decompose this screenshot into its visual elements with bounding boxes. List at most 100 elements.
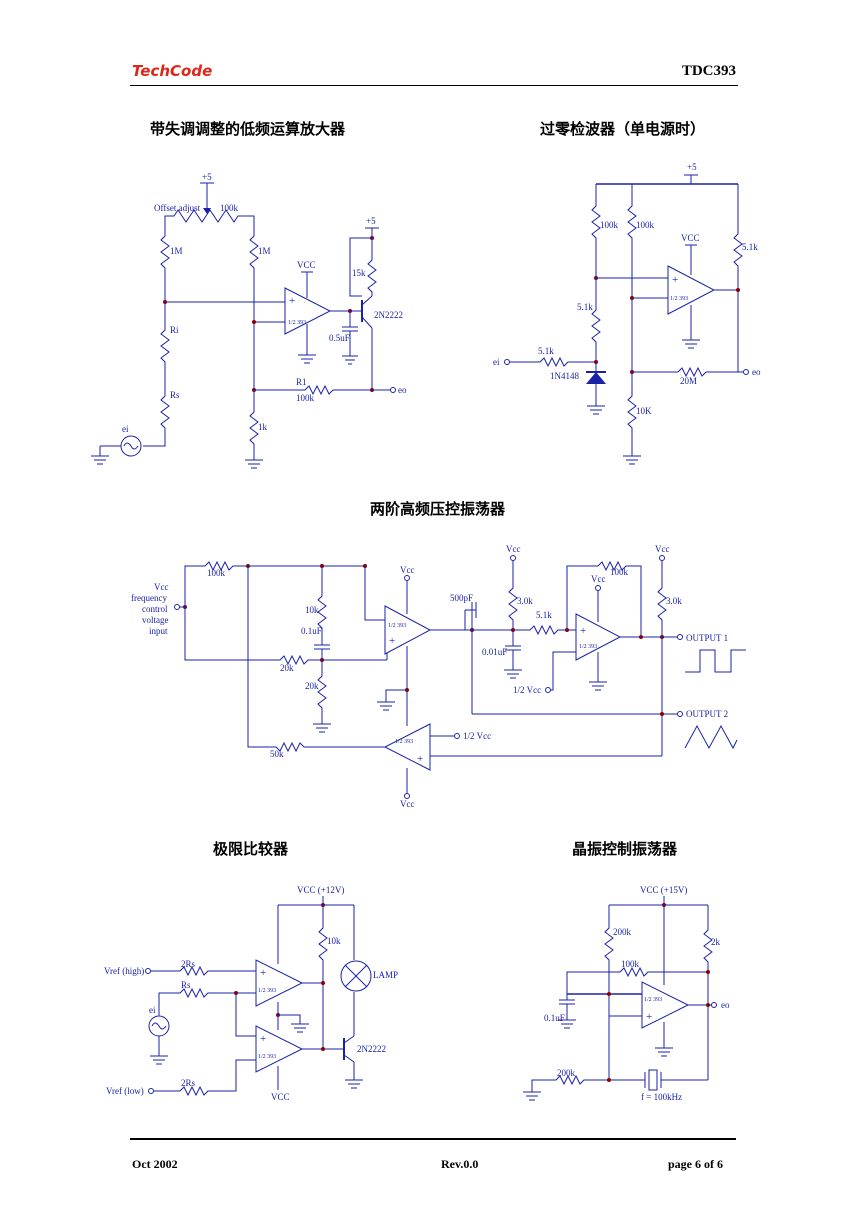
resistor-1m-left: 1M xyxy=(170,246,183,256)
offset-adjust-label: Offset adjust xyxy=(154,203,201,213)
opamp-comp-b-label: 1/2 393 xyxy=(258,1054,276,1060)
svg-text:+: + xyxy=(672,274,678,286)
resistor-100k-b: 100k xyxy=(636,220,655,230)
resistor-10k: 10k xyxy=(327,936,341,946)
transistor-2n2222: 2N2222 xyxy=(374,310,403,320)
input-ei: ei xyxy=(493,357,500,367)
lamp-label: LAMP xyxy=(373,970,398,980)
resistor-5k1-b: 5.1k xyxy=(577,302,593,312)
section-title-zero-crossing: 过零检波器（单电源时） xyxy=(540,120,706,138)
resistor-200k-a: 200k xyxy=(613,927,632,937)
footer-divider xyxy=(130,1138,736,1140)
footer-revision: Rev.0.0 xyxy=(441,1157,479,1171)
vcc-bottom: VCC xyxy=(271,1092,290,1102)
resistor-10k: 10k xyxy=(305,605,319,615)
opamp-1-label: 1/2 393 xyxy=(288,320,306,326)
output-2: OUTPUT 2 xyxy=(686,709,728,719)
opamp-comp-a xyxy=(255,959,304,1007)
output-eo: eo xyxy=(721,1000,730,1010)
half-vcc-a: 1/2 Vcc xyxy=(513,685,541,695)
resistor-3k-b: 3.0k xyxy=(666,596,682,606)
footer-date: Oct 2002 xyxy=(132,1157,178,1171)
svg-text:+: + xyxy=(260,967,266,979)
resistor-100k: 100k xyxy=(621,959,640,969)
half-vcc-b: 1/2 Vcc xyxy=(463,731,491,741)
resistor-10k: 10K xyxy=(636,406,652,416)
vcc-b: Vcc xyxy=(506,544,521,554)
opamp-xtal-label: 1/2 393 xyxy=(644,997,662,1003)
svg-text:+: + xyxy=(646,1011,652,1023)
vcc-12v: VCC (+12V) xyxy=(297,885,344,895)
svg-text:+: + xyxy=(260,1033,266,1045)
diode-1n4148: 1N4148 xyxy=(550,371,579,381)
part-number: TDC393 xyxy=(681,63,736,79)
vref-high: Vref (high) xyxy=(104,966,144,976)
input-label-1: Vcc xyxy=(154,582,169,592)
output-eo: eo xyxy=(752,367,761,377)
resistor-1k: 1k xyxy=(258,422,268,432)
resistor-r1-label: R1 xyxy=(296,377,307,387)
opamp-1 xyxy=(284,287,332,335)
vcc-e: Vcc xyxy=(400,799,415,809)
resistor-r1-value: 100k xyxy=(296,393,315,403)
resistor-2rs-b: 2Rs xyxy=(181,1078,196,1088)
resistor-2k: 2k xyxy=(711,937,721,947)
source-ei: ei xyxy=(149,1005,156,1015)
resistor-50k: 50k xyxy=(270,749,284,759)
vcc-a: Vcc xyxy=(400,565,415,575)
triangle-wave-icon xyxy=(684,724,738,750)
resistor-20k-b: 20k xyxy=(305,681,319,691)
svg-text:+: + xyxy=(289,295,295,307)
circuit-offset-amplifier: +5 Offset adjust 100k 1M 1M Ri Rs ei + 1… xyxy=(91,172,407,469)
resistor-rs: Rs xyxy=(170,390,180,400)
resistor-1m-right: 1M xyxy=(258,246,271,256)
header-divider xyxy=(130,85,738,86)
svg-text:+: + xyxy=(389,635,395,647)
section-title-limit-comparator: 极限比较器 xyxy=(213,840,289,858)
vcc-c: Vcc xyxy=(591,574,606,584)
capacitor-05uf: 0.5uF xyxy=(329,333,350,343)
opamp-vco-b xyxy=(575,613,622,661)
resistor-20k-a: 20k xyxy=(280,663,294,673)
opamp-2-label: 1/2 393 xyxy=(670,296,688,302)
offset-pot-value: 100k xyxy=(220,203,239,213)
transistor-2n2222: 2N2222 xyxy=(357,1044,386,1054)
resistor-3k-a: 3.0k xyxy=(517,596,533,606)
resistor-rs: Rs xyxy=(181,980,191,990)
supply-plus5-b: +5 xyxy=(366,216,376,226)
vcc-label: VCC xyxy=(297,260,316,270)
resistor-5k1-pullup: 5.1k xyxy=(742,242,758,252)
opamp-vco-a-label: 1/2 393 xyxy=(388,623,406,629)
circuit-limit-comparator: VCC (+12V) 10k LAMP + 1/2 393 Vref (high… xyxy=(104,885,398,1102)
vcc-d: Vcc xyxy=(655,544,670,554)
square-wave-icon xyxy=(685,649,746,673)
svg-text:+: + xyxy=(417,753,423,765)
capacitor-01uf: 0.1uF xyxy=(544,1013,565,1023)
resistor-ri: Ri xyxy=(170,325,179,335)
resistor-5k1: 5.1k xyxy=(536,610,552,620)
resistor-100k-a: 100k xyxy=(207,568,226,578)
circuit-vco: Vcc frequency control voltage input 100k… xyxy=(131,544,746,809)
capacitor-500pf: 500pF xyxy=(450,593,473,603)
resistor-100k-a: 100k xyxy=(600,220,619,230)
opamp-vco-c xyxy=(383,723,431,771)
supply-plus5: +5 xyxy=(687,162,697,172)
techcode-logo: TechCode xyxy=(132,62,213,80)
section-title-vco: 两阶高频压控振荡器 xyxy=(370,500,506,518)
opamp-comp-a-label: 1/2 393 xyxy=(258,988,276,994)
capacitor-001uf: 0.01uF xyxy=(482,647,507,657)
opamp-xtal xyxy=(641,981,690,1029)
resistor-20m: 20M xyxy=(680,376,697,386)
output-1: OUTPUT 1 xyxy=(686,633,728,643)
circuit-zero-crossing: +5 100k 100k 5.1k + 1/2 393 VCC 5.1k ei … xyxy=(493,162,761,465)
opamp-vco-a xyxy=(384,605,432,655)
input-label-5: input xyxy=(149,626,168,636)
vcc-label: VCC xyxy=(681,233,700,243)
input-label-3: control xyxy=(142,604,168,614)
source-ei: ei xyxy=(122,424,129,434)
resistor-200k-b: 200k xyxy=(557,1068,576,1078)
crystal-frequency: f = 100kHz xyxy=(641,1092,682,1102)
section-title-offset-amp: 带失调调整的低频运算放大器 xyxy=(150,120,346,138)
input-label-2: frequency xyxy=(131,593,167,603)
